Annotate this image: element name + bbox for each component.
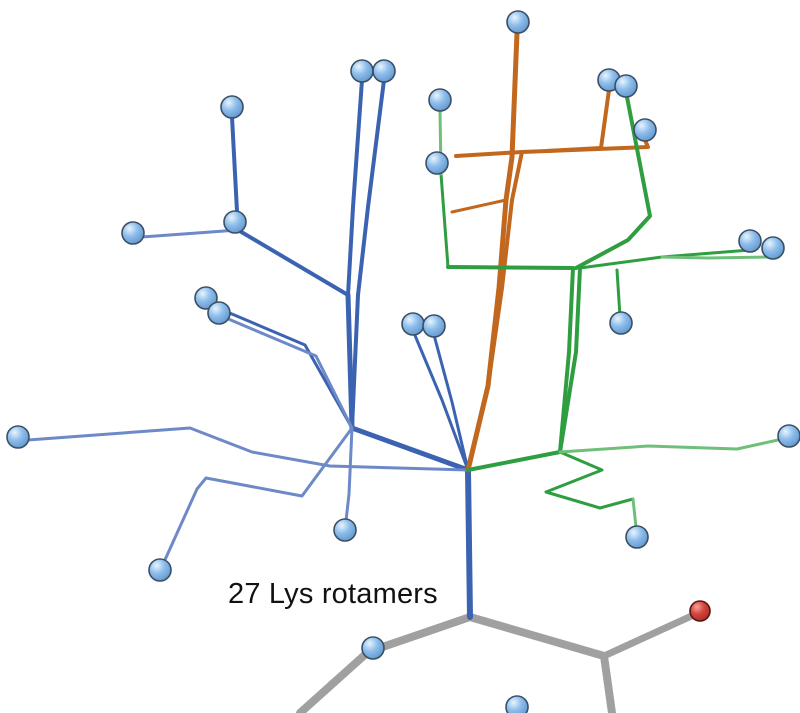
bond-blue-light [224, 316, 354, 430]
bond-orange [450, 198, 508, 214]
nitrogen-atom[interactable] [761, 236, 785, 260]
nitrogen-atom[interactable] [422, 314, 446, 338]
bond-gray [600, 609, 702, 660]
bond-green-light [558, 436, 789, 454]
bond-green [439, 172, 450, 269]
bond-blue [412, 331, 470, 472]
nitrogen-atom[interactable] [738, 229, 762, 253]
nitrogen-atom[interactable] [428, 88, 452, 112]
nitrogen-atom[interactable] [6, 425, 30, 449]
nitrogen-atom[interactable] [207, 301, 231, 325]
bond-green [544, 450, 635, 510]
bond-gray [296, 613, 616, 713]
bond-blue [465, 467, 473, 620]
rotamer-count-label: 27 Lys rotamers [228, 578, 438, 610]
bond-blue [432, 333, 470, 472]
nitrogen-atom[interactable] [194, 286, 218, 310]
nitrogen-atom[interactable] [777, 424, 800, 448]
bond-orange [486, 150, 524, 388]
bond-green [466, 266, 575, 472]
nitrogen-atom[interactable] [223, 210, 247, 234]
nitrogen-atom[interactable] [350, 59, 374, 83]
nitrogen-atom[interactable] [361, 636, 385, 660]
bond-blue [350, 78, 386, 430]
nitrogen-atom[interactable] [425, 151, 449, 175]
bond-blue-light [140, 228, 240, 239]
nitrogen-atom[interactable] [220, 95, 244, 119]
bond-orange [465, 30, 520, 473]
nitrogen-atom[interactable] [505, 695, 529, 713]
bond-blue [230, 115, 350, 297]
bond-blue [211, 304, 354, 430]
nitrogen-atom[interactable] [121, 221, 145, 245]
nitrogen-atom[interactable] [609, 311, 633, 335]
nitrogen-atom[interactable] [372, 59, 396, 83]
bond-blue [346, 78, 364, 297]
bond-orange [454, 150, 524, 158]
bond-green-light [631, 497, 638, 529]
nitrogen-atom[interactable] [148, 558, 172, 582]
bond-blue-light [344, 426, 354, 523]
bond-green [558, 266, 582, 454]
bond-blue-light [162, 426, 354, 564]
nitrogen-atom[interactable] [333, 518, 357, 542]
nitrogen-atom[interactable] [633, 118, 657, 142]
bond-green-light [660, 255, 774, 260]
bond-green [574, 95, 652, 270]
oxygen-atom[interactable] [689, 600, 711, 622]
nitrogen-atom[interactable] [401, 312, 425, 336]
nitrogen-atom[interactable] [625, 525, 649, 549]
nitrogen-atom[interactable] [506, 10, 530, 34]
nitrogen-atom[interactable] [614, 74, 638, 98]
bond-orange [544, 88, 611, 153]
bond-blue-light [26, 426, 470, 472]
bond-green [446, 265, 575, 270]
